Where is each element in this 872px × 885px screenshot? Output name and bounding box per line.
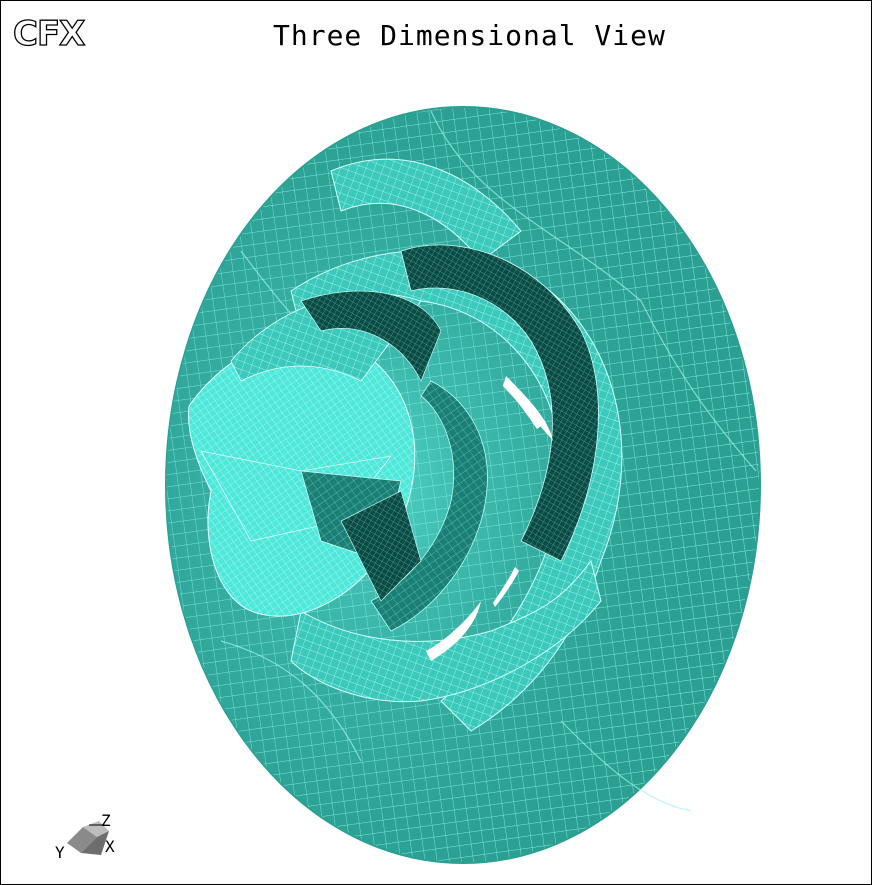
disc-seams [220, 110, 757, 812]
blade-band-2 [330, 158, 522, 262]
axis-triad-icon [67, 821, 109, 855]
hub-facet-5 [340, 490, 422, 602]
edge-highlights [426, 376, 553, 661]
blade-band-5 [370, 380, 488, 632]
blade-band-4 [290, 559, 602, 703]
axis-label-x: X [105, 837, 115, 856]
cfx-logo: CFX [12, 14, 86, 54]
axis-label-z: Z [101, 811, 111, 830]
blade-band-3 [400, 244, 599, 562]
hub-facet-4 [300, 290, 442, 382]
axis-label-y: Y [55, 843, 65, 862]
view-title: Three Dimensional View [273, 19, 666, 52]
